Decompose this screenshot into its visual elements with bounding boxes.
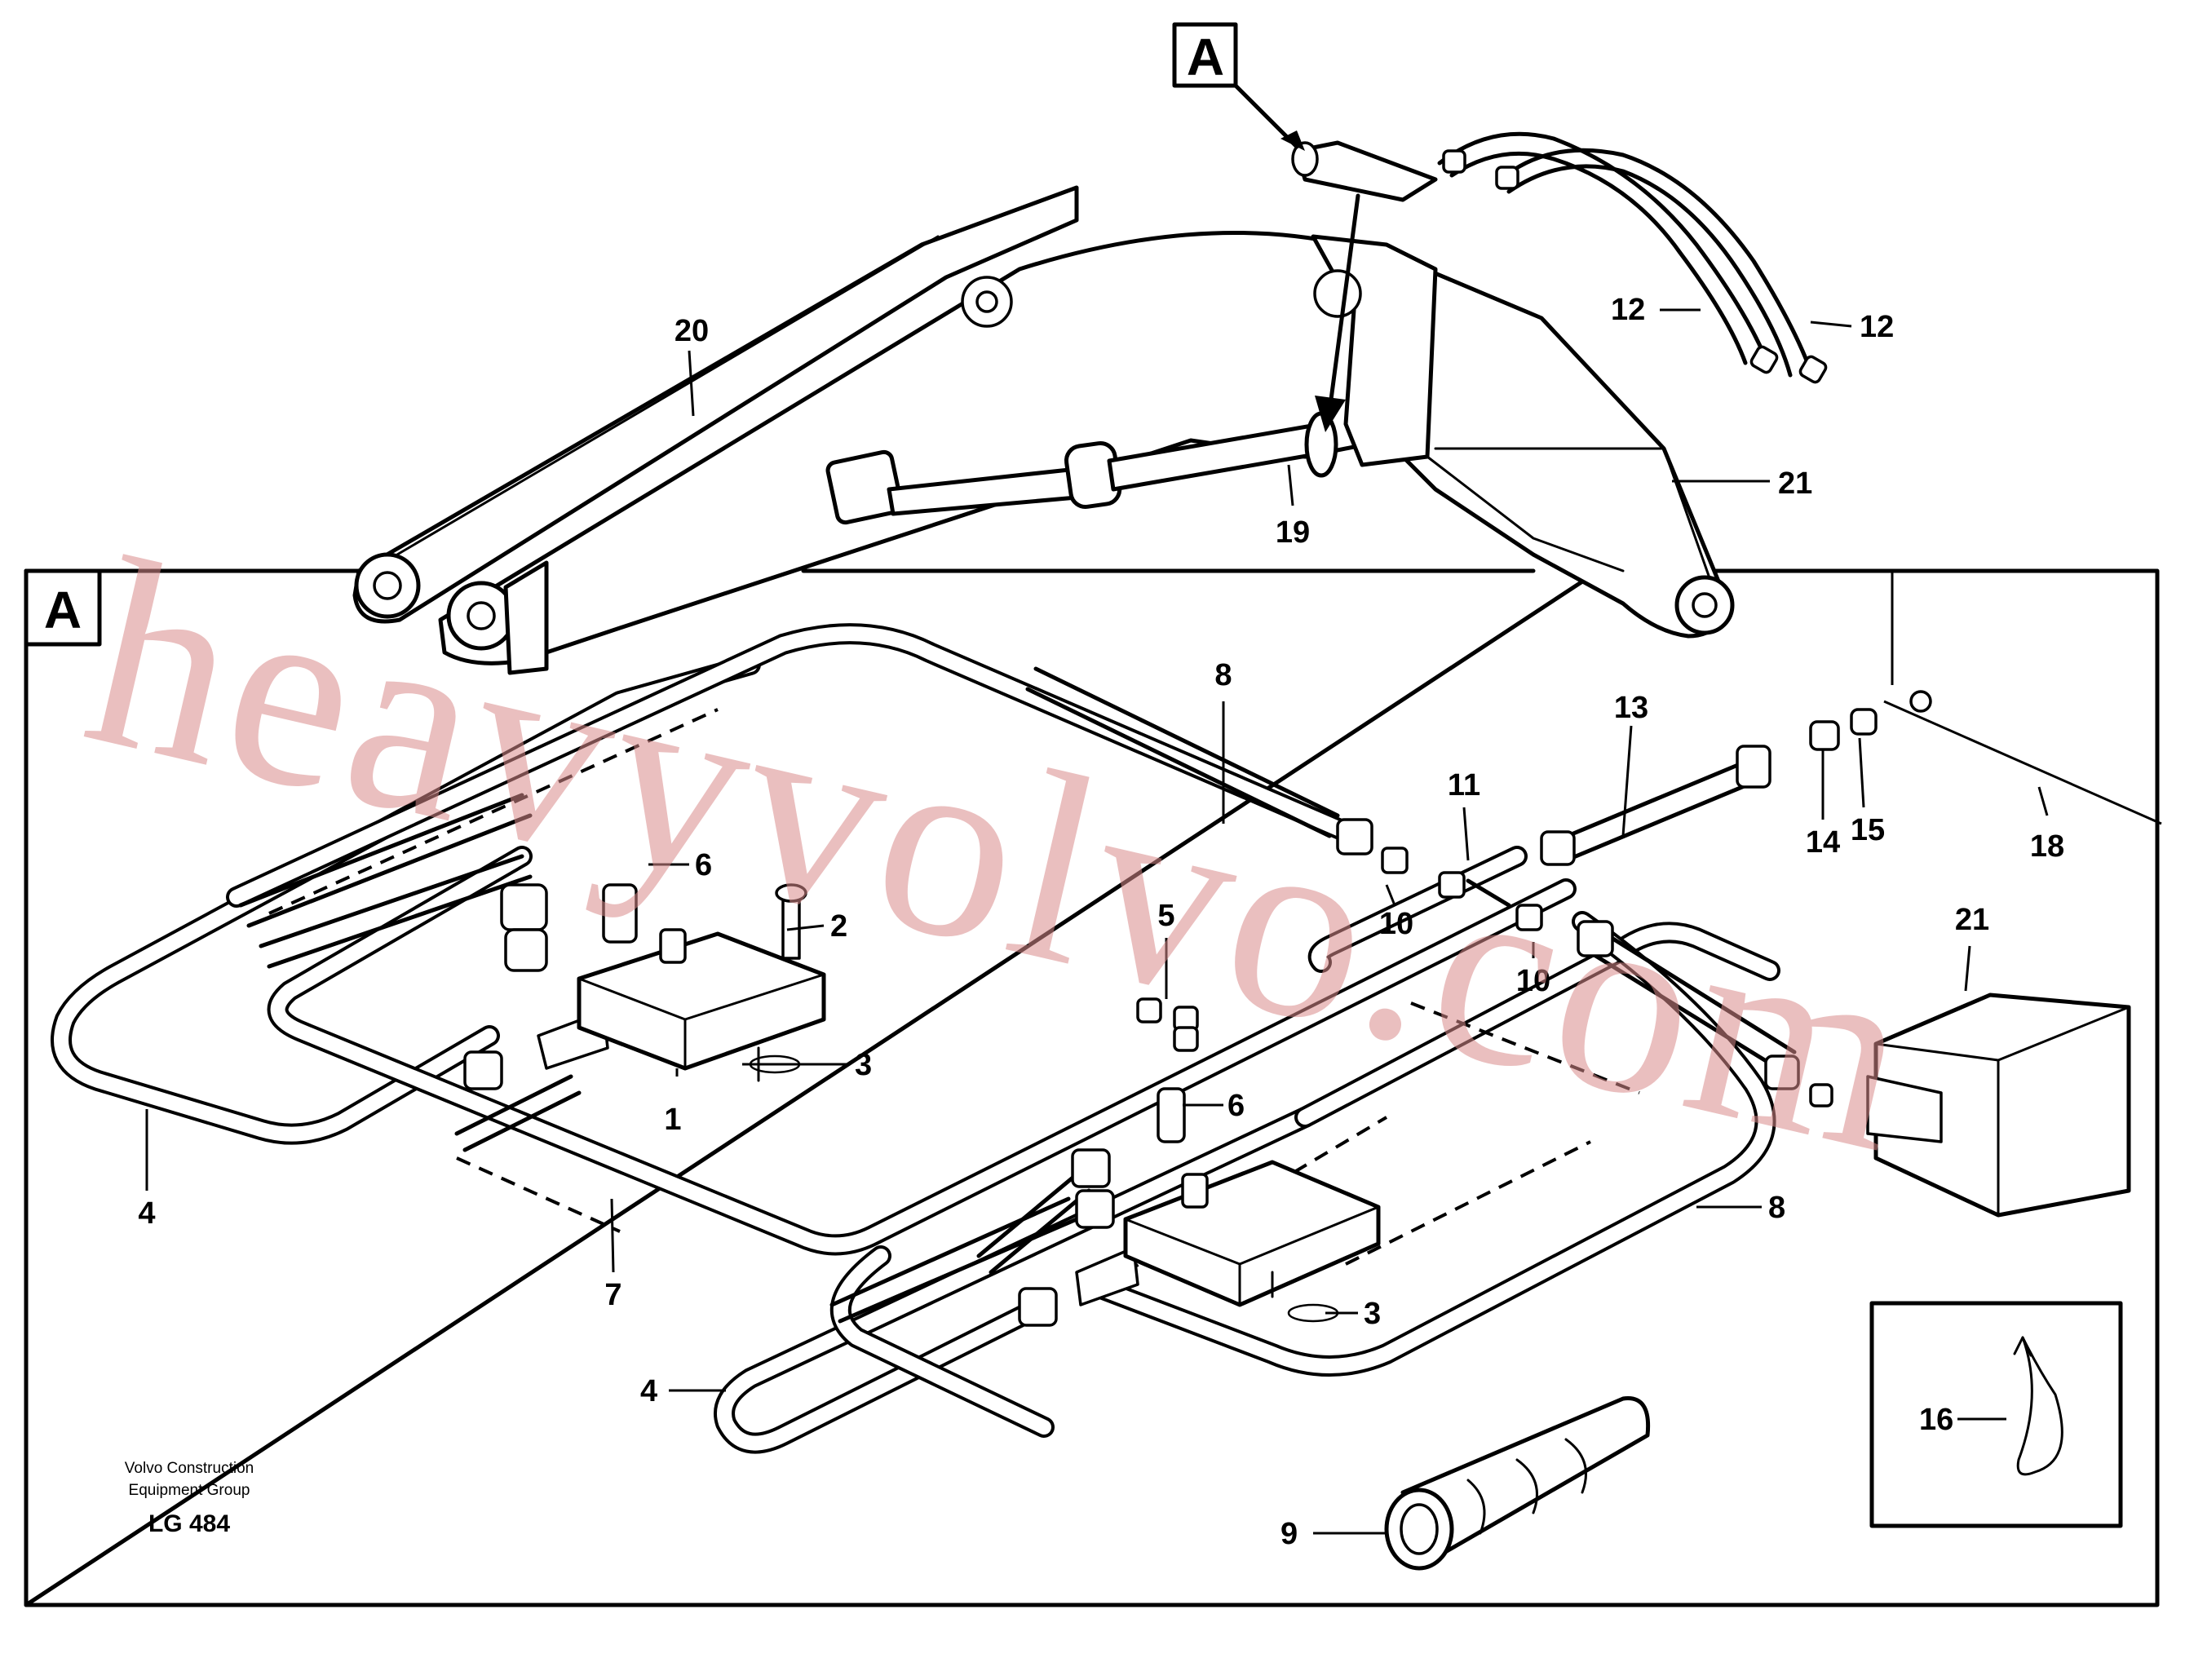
label-17: 19 xyxy=(1276,515,1310,550)
valve-block-left xyxy=(577,883,826,1082)
label-4-left: 4 xyxy=(138,1196,155,1231)
label-7: 7 xyxy=(604,1278,621,1312)
view-label-box xyxy=(1172,22,1238,88)
label-3-left: 3 xyxy=(855,1048,872,1082)
label-12-left: 12 xyxy=(1611,293,1645,327)
dipper-arm xyxy=(352,185,1079,624)
detail-label: A xyxy=(44,581,82,639)
drawing-code: LG 484 xyxy=(148,1510,230,1537)
arm-lug xyxy=(503,560,549,675)
leader-lines xyxy=(145,308,2162,1535)
label-13: 13 xyxy=(1614,691,1648,725)
label-4-right: 4 xyxy=(640,1374,657,1408)
credit-line2: Equipment Group xyxy=(129,1482,250,1499)
label-11: 11 xyxy=(1448,768,1480,802)
view-label: A xyxy=(1187,28,1224,86)
detail-label-box xyxy=(24,568,102,647)
label-6-right: 6 xyxy=(1227,1089,1245,1123)
credit-line1: Volvo Construction xyxy=(125,1460,254,1477)
credit-block: Volvo Construction Equipment Group LG 48… xyxy=(125,1460,254,1537)
valve-block-right xyxy=(1123,1087,1381,1323)
boom-head-bracket xyxy=(1311,234,1438,467)
protective-sleeve-9 xyxy=(1384,1396,1651,1571)
boom-assembly: A xyxy=(352,22,1828,675)
label-8-top: 8 xyxy=(1214,658,1232,692)
detail-frame xyxy=(24,568,2160,1607)
label-6-left: 6 xyxy=(695,848,712,882)
label-2: 2 xyxy=(830,909,847,944)
label-3-right: 3 xyxy=(1364,1297,1381,1331)
label-20: 18 xyxy=(2030,829,2064,864)
label-21: 21 xyxy=(1955,903,1989,937)
hose-routing xyxy=(51,623,1932,1454)
label-19: 21 xyxy=(1778,466,1812,501)
electrical-block-21 xyxy=(1866,993,2131,1218)
label-10-lower: 10 xyxy=(1516,964,1550,998)
label-14: 14 xyxy=(1806,825,1840,860)
label-8-right: 8 xyxy=(1768,1191,1785,1225)
label-1: 1 xyxy=(664,1103,681,1137)
label-10-upper: 10 xyxy=(1379,907,1413,941)
label-18: 20 xyxy=(675,314,709,348)
label-16: 16 xyxy=(1919,1403,1953,1437)
inset-cable-tie-16 xyxy=(1869,1301,2123,1528)
label-15: 15 xyxy=(1851,813,1885,847)
label-5: 5 xyxy=(1157,899,1174,933)
part-labels: 20 19 21 12 12 8 13 11 10 10 14 15 18 21… xyxy=(138,293,2064,1551)
label-12-right: 12 xyxy=(1860,310,1894,344)
label-9: 9 xyxy=(1280,1517,1298,1551)
